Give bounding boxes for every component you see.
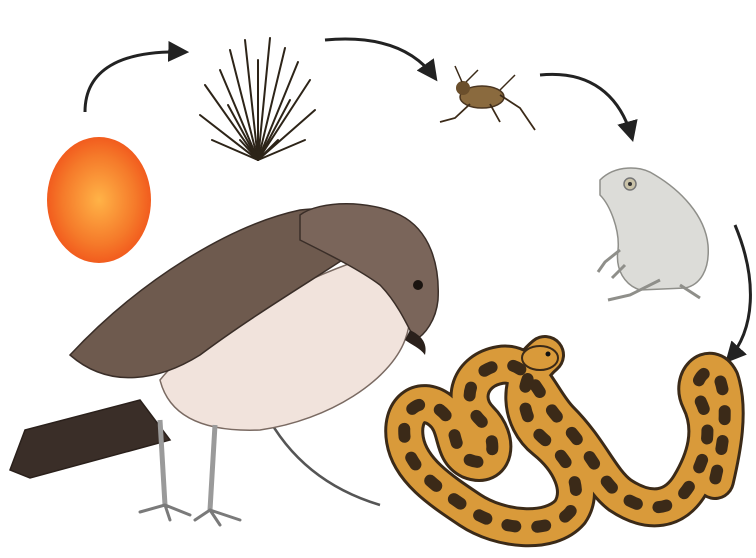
arrow-sun-to-grass [85,52,185,112]
arrow-grasshopper-to-frog [540,74,632,138]
frog-icon [598,168,708,300]
grass-icon [200,38,315,160]
sun-icon [47,137,151,263]
arrow-grass-to-grasshopper [325,39,435,78]
grasshopper-icon [440,66,535,130]
arrow-frog-to-snake [728,225,750,360]
snake-icon [404,346,724,527]
